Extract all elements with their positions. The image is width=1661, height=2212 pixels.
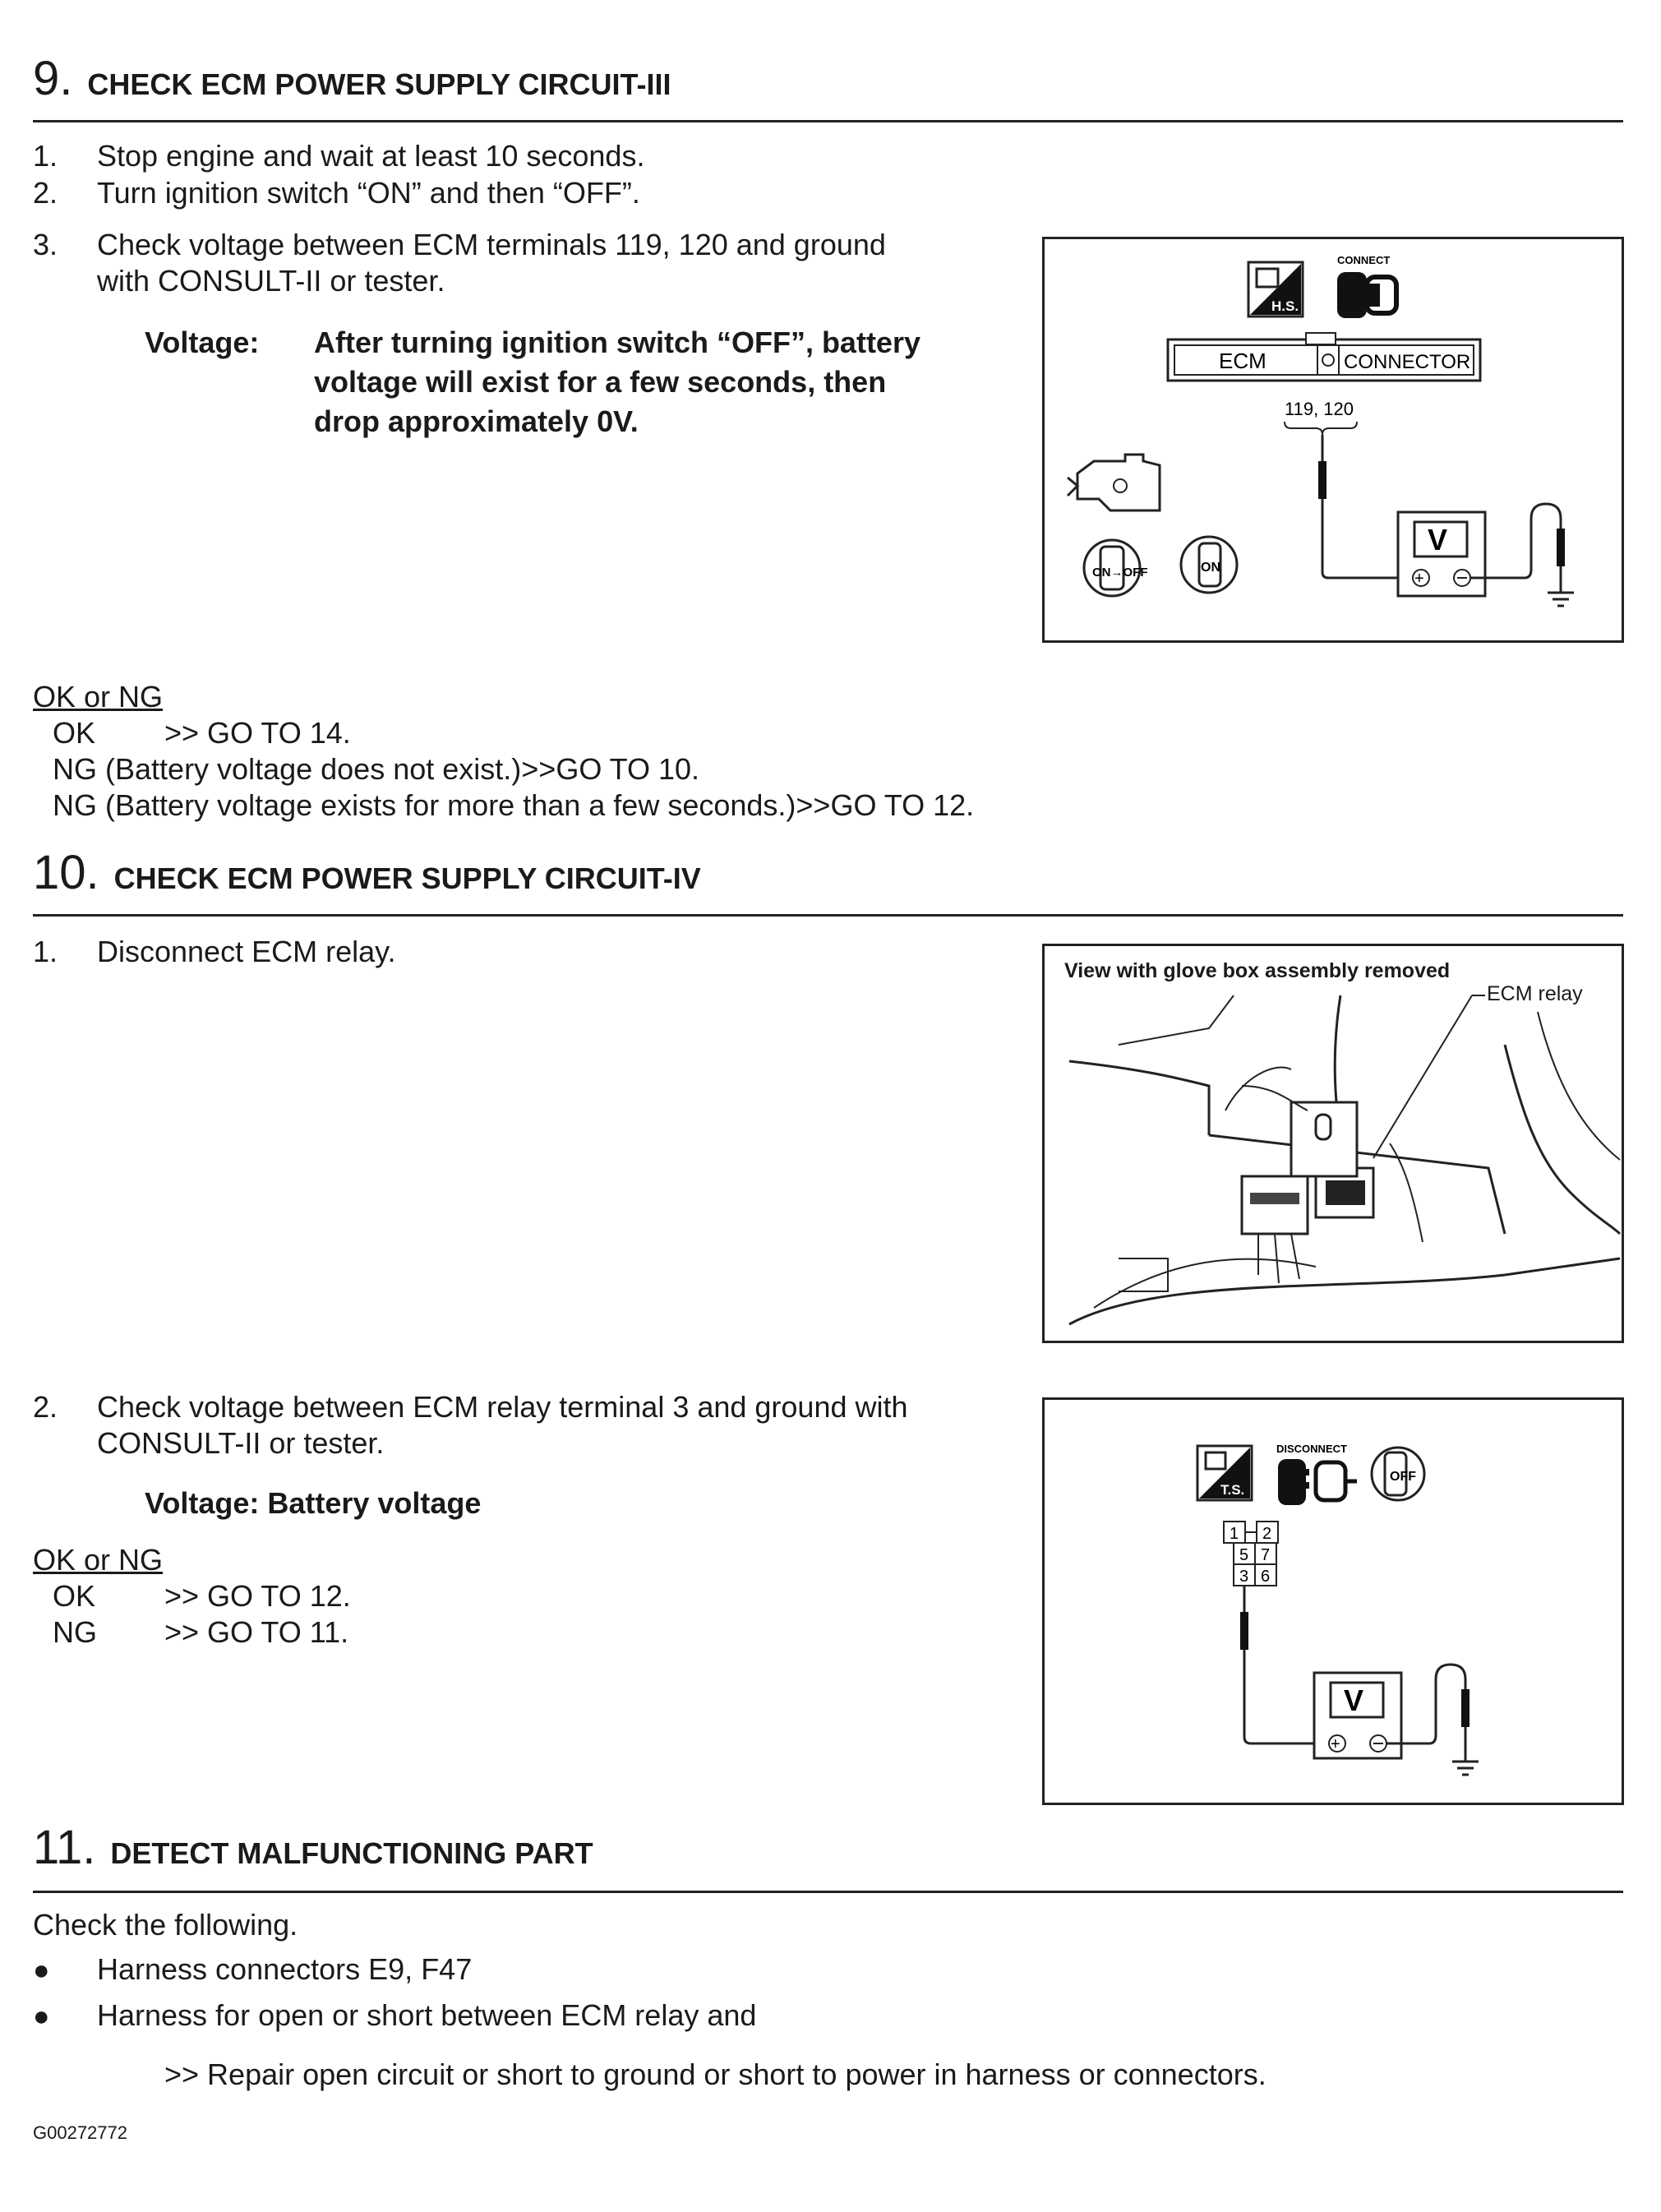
- result-row: OK>> GO TO 12.: [53, 1579, 351, 1613]
- svg-text:6: 6: [1261, 1568, 1270, 1586]
- photo-caption: View with glove box assembly removed: [1064, 959, 1451, 982]
- step-9-heading: 9. CHECK ECM POWER SUPPLY CIRCUIT-III: [33, 51, 671, 125]
- result-row: NG (Battery voltage exists for more than…: [53, 788, 975, 822]
- svg-text:5: 5: [1239, 1546, 1248, 1564]
- svg-text:ON: ON: [1201, 561, 1220, 575]
- svg-text:+: +: [1331, 1735, 1340, 1753]
- check-intro: Check the following.: [33, 1908, 298, 1942]
- list-item: 3.Check voltage between ECM terminals 11…: [33, 228, 886, 261]
- relay-pin-diagram: 1 2 5 7 3 6: [1223, 1521, 1279, 1586]
- svg-text:7: 7: [1261, 1546, 1270, 1564]
- voltage-spec-line: After turning ignition switch “OFF”, bat…: [314, 326, 920, 359]
- step-number: 9.: [33, 52, 73, 105]
- voltage-spec: Voltage: Battery voltage: [145, 1486, 482, 1520]
- svg-text:ECM: ECM: [1219, 349, 1267, 373]
- ignition-key-on-icon: ON: [1179, 535, 1239, 594]
- list-item: ●Harness for open or short between ECM r…: [33, 1997, 756, 2034]
- ok-ng-heading: OK or NG: [33, 1543, 164, 1577]
- ecm-voltage-check-diagram: H.S. CONNECT ECM CONNECTOR 119, 120: [1042, 237, 1624, 643]
- ok-ng-heading: OK or NG: [33, 680, 164, 713]
- ts-icon: T.S.: [1196, 1444, 1253, 1502]
- disconnect-icon: DISCONNECT: [1276, 1443, 1357, 1505]
- svg-text:V: V: [1428, 523, 1447, 556]
- step-number: 11.: [33, 1821, 96, 1874]
- terminals-label: 119, 120: [1285, 399, 1354, 419]
- voltmeter-icon: V +: [1396, 510, 1487, 598]
- section-rule: [33, 1891, 1623, 1893]
- svg-text:T.S.: T.S.: [1220, 1482, 1244, 1498]
- list-item-continuation: with CONSULT-II or tester.: [97, 264, 445, 298]
- list-item: 1.Stop engine and wait at least 10 secon…: [33, 139, 645, 173]
- ecm-relay-voltage-check-diagram: T.S. DISCONNECT OFF 1 2 5 7 3: [1042, 1397, 1624, 1805]
- svg-text:+: +: [1414, 570, 1424, 588]
- step-number: 10.: [33, 846, 99, 899]
- result-row: NG (Battery voltage does not exist.)>>GO…: [53, 752, 700, 786]
- bullet-icon: ●: [33, 2001, 50, 2032]
- svg-text:V: V: [1344, 1683, 1363, 1717]
- svg-text:OFF: OFF: [1390, 1470, 1416, 1484]
- svg-text:DISCONNECT: DISCONNECT: [1276, 1443, 1347, 1455]
- engine-icon: [1066, 453, 1161, 512]
- svg-text:1: 1: [1230, 1525, 1239, 1543]
- voltage-label: Voltage:: [145, 326, 260, 359]
- step-title: DETECT MALFUNCTIONING PART: [110, 1836, 593, 1870]
- list-item: 2.Turn ignition switch “ON” and then “OF…: [33, 176, 640, 210]
- voltage-spec-line: drop approximately 0V.: [314, 404, 639, 438]
- voltmeter-icon: V +: [1313, 1671, 1403, 1760]
- repair-action: >> Repair open circuit or short to groun…: [164, 2057, 1267, 2091]
- ignition-key-off-icon: OFF: [1370, 1446, 1426, 1502]
- ignition-key-on-off-icon: ON→OFF: [1082, 538, 1148, 598]
- svg-text:H.S.: H.S.: [1271, 298, 1299, 314]
- footer-code: G00272772: [33, 2122, 127, 2143]
- section-rule: [33, 914, 1623, 917]
- list-item: 2.Check voltage between ECM relay termin…: [33, 1390, 908, 1424]
- section-rule: [33, 120, 1623, 122]
- result-row: OK>> GO TO 14.: [53, 716, 351, 750]
- svg-text:3: 3: [1239, 1568, 1248, 1586]
- dashboard-drawing: [1068, 995, 1622, 1326]
- list-item-continuation: CONSULT-II or tester.: [97, 1426, 385, 1460]
- bullet-icon: ●: [33, 1955, 50, 1986]
- hs-icon: H.S.: [1247, 261, 1304, 318]
- connect-icon: CONNECT: [1337, 254, 1399, 318]
- svg-text:2: 2: [1262, 1525, 1271, 1543]
- list-item: ●Harness connectors E9, F47: [33, 1951, 472, 1988]
- result-row: NG>> GO TO 11.: [53, 1615, 349, 1649]
- voltage-spec-line: voltage will exist for a few seconds, th…: [314, 365, 887, 399]
- svg-text:CONNECT: CONNECT: [1337, 254, 1390, 266]
- step-title: CHECK ECM POWER SUPPLY CIRCUIT-III: [87, 67, 671, 101]
- svg-text:ON→OFF: ON→OFF: [1092, 566, 1148, 580]
- ecm-relay-location-illustration: View with glove box assembly removed ECM…: [1042, 944, 1624, 1343]
- svg-text:CONNECTOR: CONNECTOR: [1344, 351, 1470, 373]
- step-10-heading: 10. CHECK ECM POWER SUPPLY CIRCUIT-IV: [33, 845, 701, 919]
- list-item: 1.Disconnect ECM relay.: [33, 935, 396, 968]
- ecm-connector-block: ECM CONNECTOR: [1166, 332, 1482, 382]
- step-11-heading: 11. DETECT MALFUNCTIONING PART: [33, 1820, 593, 1894]
- photo-callout: ECM relay: [1487, 982, 1583, 1005]
- step-title: CHECK ECM POWER SUPPLY CIRCUIT-IV: [113, 861, 701, 895]
